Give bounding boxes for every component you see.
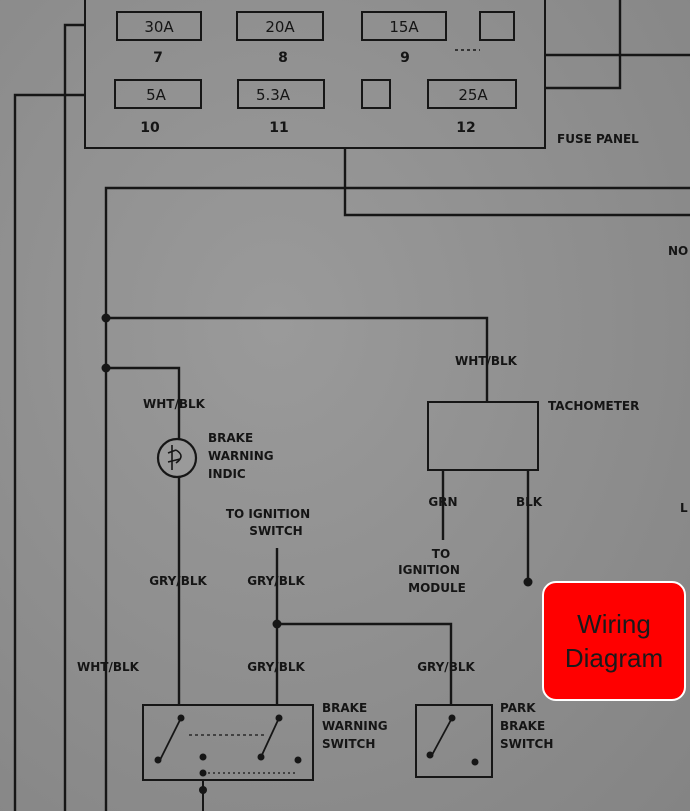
- ignition-module-label: IGNITION: [398, 563, 460, 577]
- wire-label-pbs-in: GRY/BLK: [417, 660, 475, 674]
- wire-left-far: [13, 93, 85, 811]
- fuse-empty-slot: [479, 11, 515, 41]
- wire-label-blk: BLK: [516, 495, 543, 509]
- fuse-number: 10: [140, 120, 160, 136]
- wire-left-trunk: [104, 186, 690, 811]
- brake-warning-switch-icon: [142, 704, 314, 811]
- wire-label-tach-feed: WHT/BLK: [455, 354, 518, 368]
- splice-dot: [101, 363, 111, 373]
- park-brake-switch-label: SWITCH: [500, 737, 553, 751]
- brake-warning-indic-label: INDIC: [208, 467, 246, 481]
- tachometer-box: [427, 401, 539, 471]
- ignition-module-label: MODULE: [408, 581, 466, 595]
- fuse-number: 11: [269, 120, 288, 136]
- edge-text-mid: L: [680, 501, 688, 515]
- brake-warning-lamp-icon: [156, 437, 198, 479]
- park-brake-switch-label: BRAKE: [500, 719, 545, 733]
- wire-label-ign-sw: GRY/BLK: [247, 574, 305, 588]
- brake-warning-switch-label: BRAKE: [322, 701, 367, 715]
- fuse-panel-label: FUSE PANEL: [557, 132, 639, 146]
- splice-dot: [272, 619, 282, 629]
- fuse-rating: 5.3A: [256, 86, 291, 104]
- splice-dot: [101, 313, 111, 323]
- wire-label-indic-feed: WHT/BLK: [143, 397, 206, 411]
- fuse-number: 7: [153, 50, 163, 66]
- wire-label-indic-out: GRY/BLK: [149, 574, 207, 588]
- ignition-switch-label: TO IGNITION: [226, 507, 310, 521]
- wiring-diagram-badge: Wiring Diagram: [542, 581, 686, 701]
- fuse-9: 15A 9: [361, 11, 447, 66]
- ground-dot: [523, 577, 533, 587]
- tachometer-label: TACHOMETER: [548, 399, 639, 413]
- wire-label-left-trunk: WHT/BLK: [77, 660, 140, 674]
- fuse-rating: 15A: [389, 18, 419, 36]
- brake-warning-indic-label: BRAKE: [208, 431, 253, 445]
- fuse-number: 9: [400, 50, 410, 66]
- fuse-panel-box: [84, 0, 546, 149]
- fuse-rating: 25A: [458, 86, 488, 104]
- fuse-rating: 30A: [144, 18, 174, 36]
- wire-label-bws-in: GRY/BLK: [247, 660, 305, 674]
- wire-to-park-brake: [277, 622, 453, 705]
- badge-line-1: Wiring: [577, 609, 651, 639]
- wire-right-upper: [546, 0, 622, 90]
- fuse-rating: 20A: [265, 18, 295, 36]
- fuse-8: 20A 8: [236, 11, 324, 66]
- wire-tach-feed: [106, 316, 489, 402]
- wire-panel-right: [343, 148, 690, 217]
- ignition-module-label: TO: [432, 547, 450, 561]
- badge-line-2: Diagram: [564, 643, 664, 673]
- park-brake-switch-label: PARK: [500, 701, 536, 715]
- edge-text-top: NO: [668, 244, 688, 258]
- park-brake-switch-icon: [415, 704, 493, 778]
- wire-left-outer: [63, 23, 85, 811]
- fuse-empty-slot: [361, 79, 391, 109]
- brake-warning-switch-label: SWITCH: [322, 737, 375, 751]
- brake-warning-indic-label: WARNING: [208, 449, 274, 463]
- fuse-number: 8: [278, 50, 288, 66]
- fuse-7: 30A 7: [116, 11, 202, 66]
- wire-indic-feed: [106, 366, 181, 705]
- fuse-11: 5.3A 11: [237, 79, 325, 136]
- ignition-switch-label: SWITCH: [249, 524, 302, 538]
- fuse-12: 25A 12: [427, 79, 517, 136]
- brake-warning-switch-label: WARNING: [322, 719, 388, 733]
- wire-label-grn: GRN: [428, 495, 457, 509]
- fuse-number: 12: [456, 120, 475, 136]
- fuse-10: 5A 10: [114, 79, 202, 136]
- fuse-rating: 5A: [146, 86, 167, 104]
